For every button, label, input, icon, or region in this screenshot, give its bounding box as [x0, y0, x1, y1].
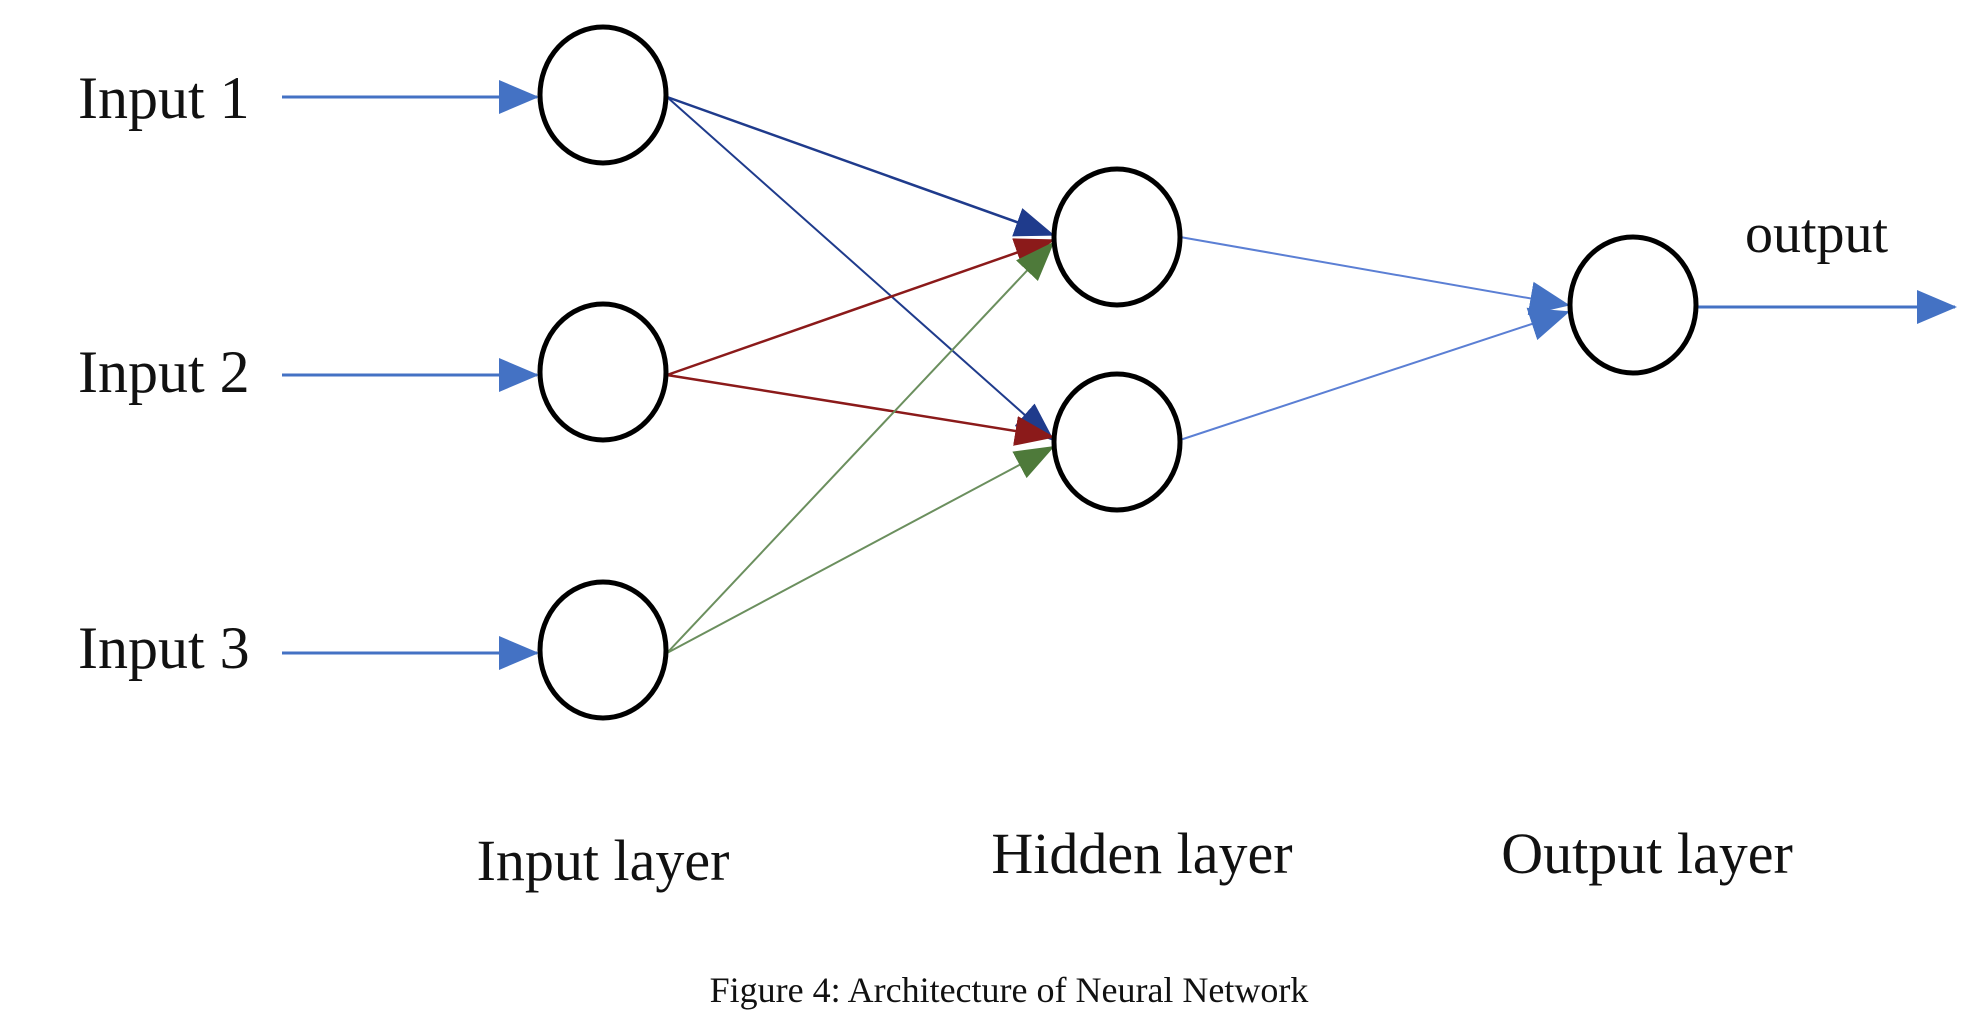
hidden-layer-label: Hidden layer	[991, 821, 1292, 886]
edge-in3-h1	[666, 241, 1055, 654]
edge-in3-h2	[666, 446, 1055, 654]
output-layer-label: Output layer	[1501, 821, 1793, 886]
edge-in2-h1	[666, 238, 1055, 377]
edge-h1-out	[1179, 236, 1570, 316]
edge-in1-h1	[666, 95, 1055, 237]
output-node	[1567, 234, 1699, 376]
hidden-node-1	[1051, 166, 1183, 308]
hidden-node-2	[1051, 371, 1183, 513]
figure-caption: Figure 4: Architecture of Neural Network	[710, 970, 1309, 1010]
output-label: output	[1745, 203, 1889, 265]
input-layer-label: Input layer	[477, 828, 730, 893]
input-node-2	[537, 301, 669, 443]
edge-in1-h2	[666, 96, 1055, 442]
input-2-label: Input 2	[78, 339, 250, 405]
edge-in2-h2	[666, 373, 1055, 446]
input-node-3	[537, 579, 669, 721]
input-node-1	[537, 24, 669, 166]
input-1-label: Input 1	[78, 65, 250, 131]
input-3-label: Input 3	[78, 615, 250, 681]
edge-h2-out	[1179, 307, 1570, 441]
